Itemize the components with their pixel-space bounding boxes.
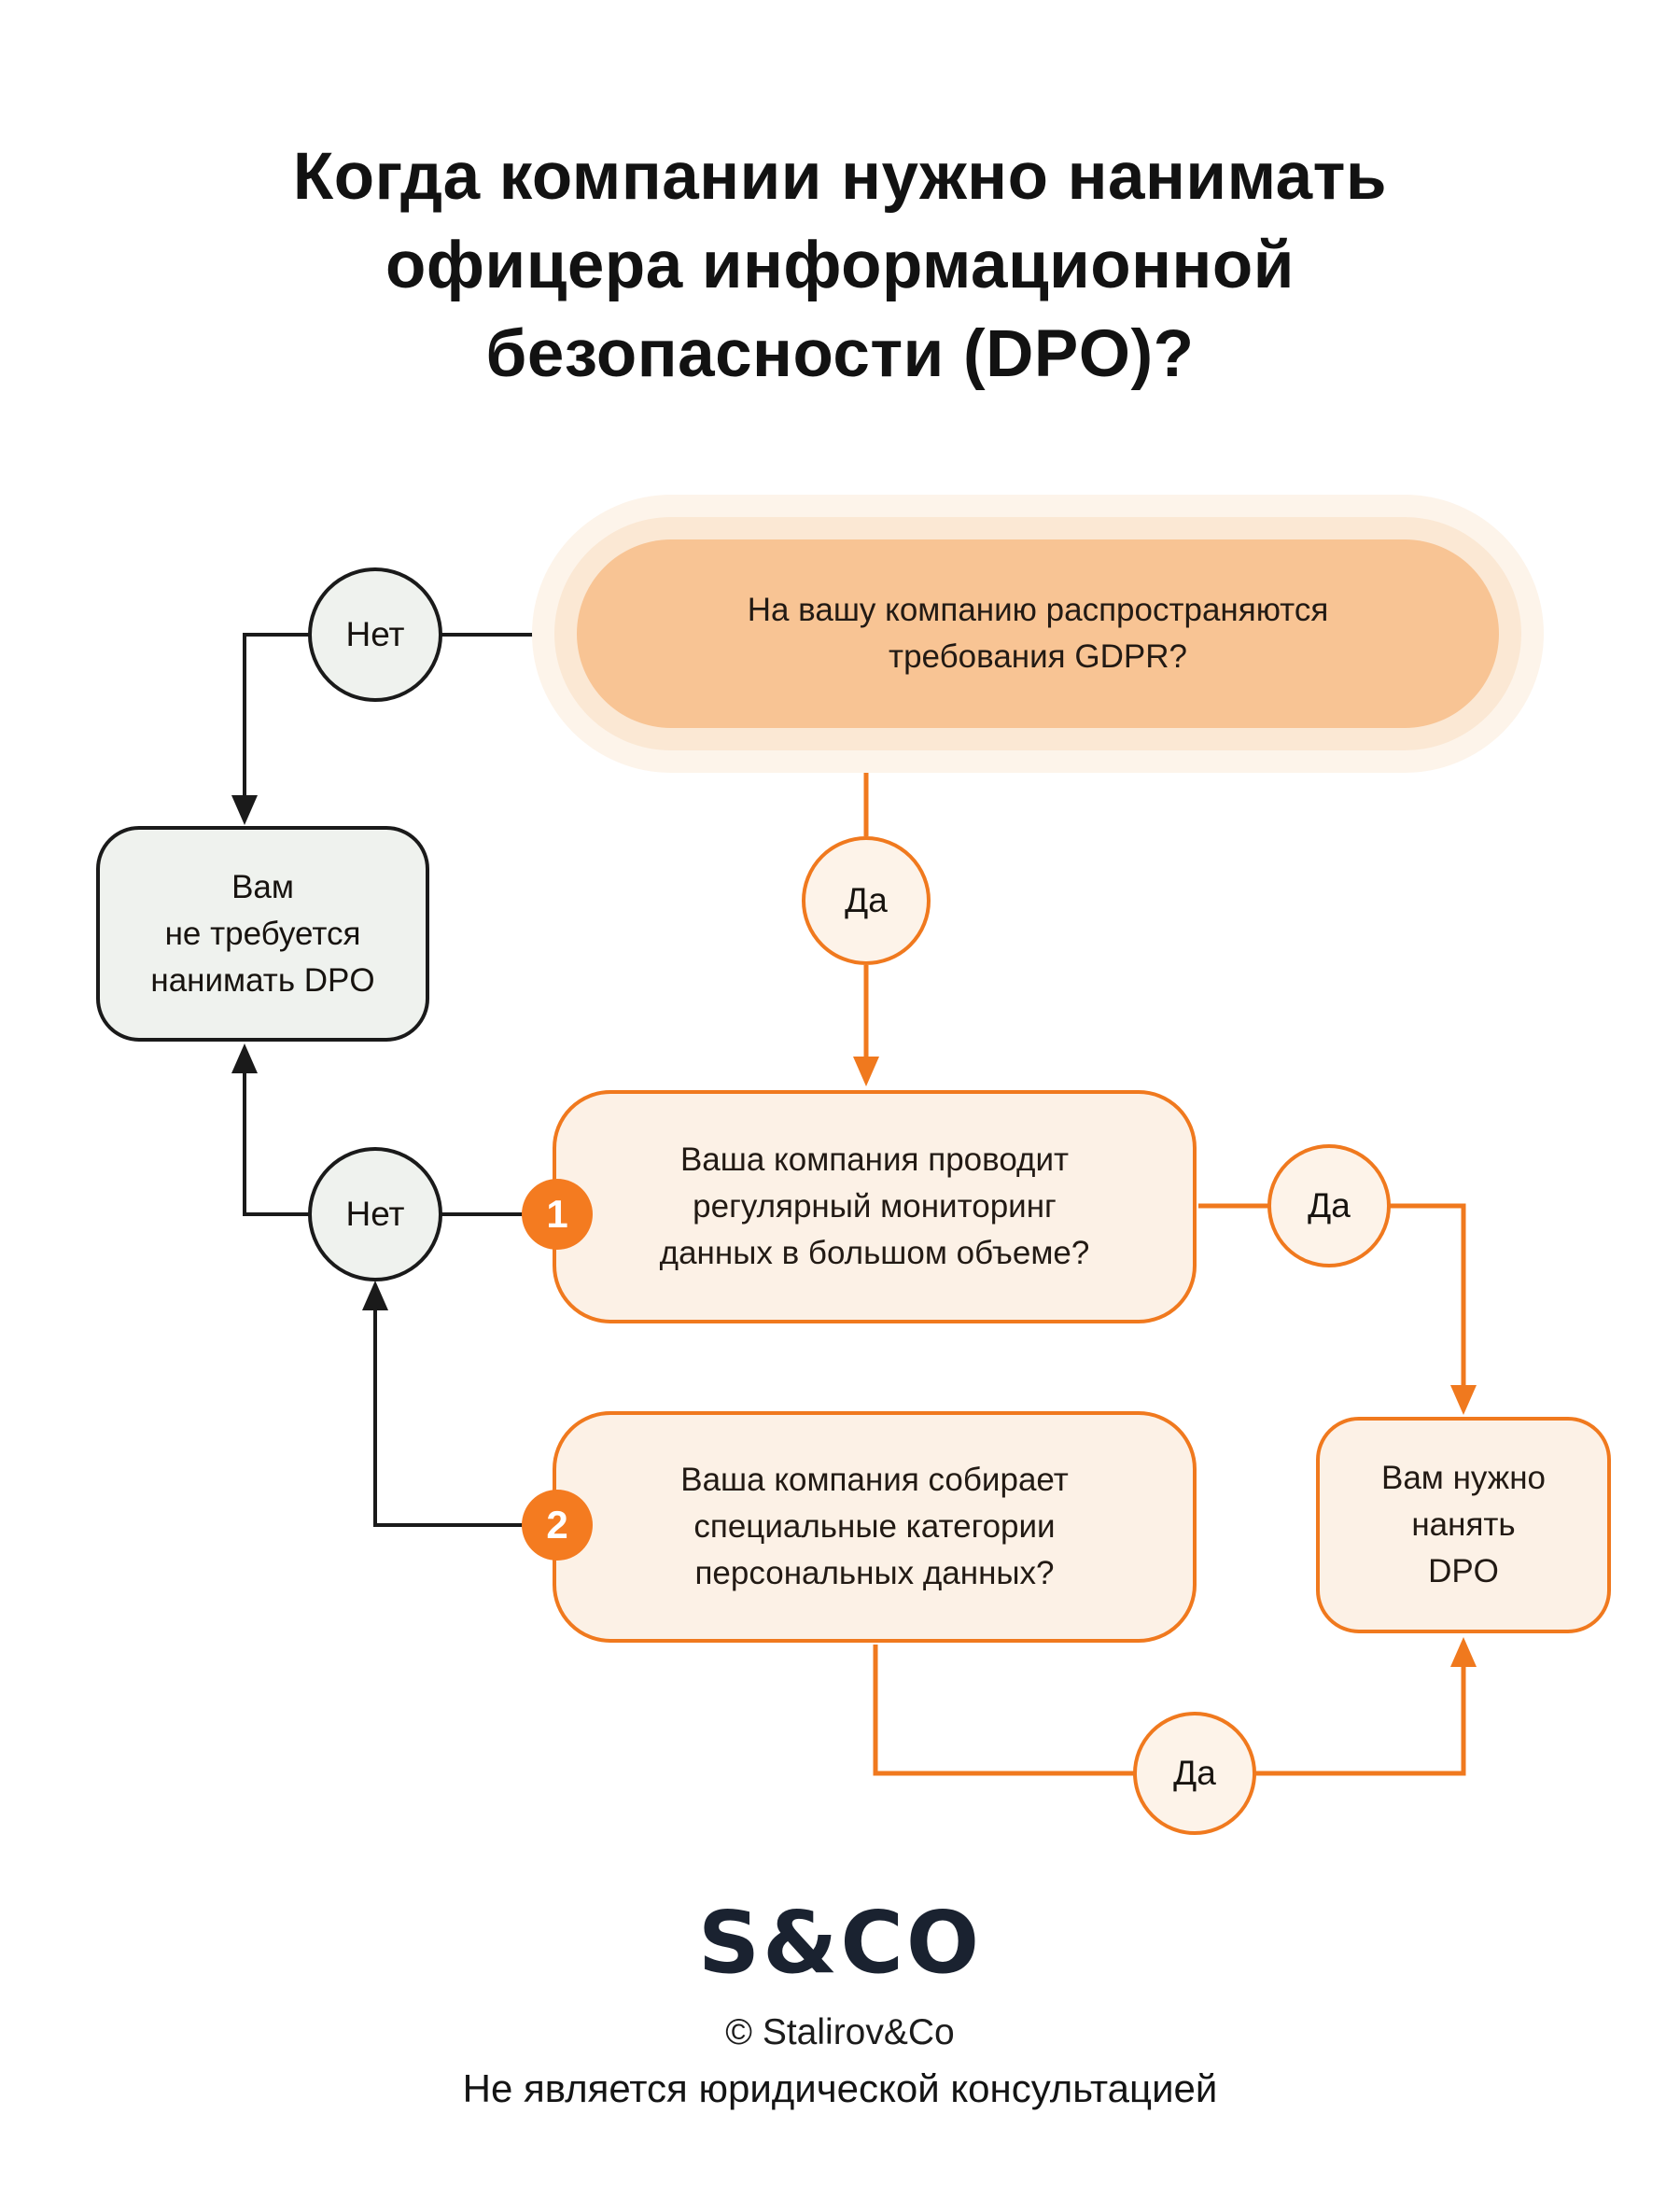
yes-circle-1: Да [802,836,931,965]
no-circle-2-label: Нет [345,1195,405,1233]
no-circle-1-label: Нет [345,615,405,653]
connector-question2-to-no2 [373,1310,528,1527]
question-1-badge: 1 [522,1179,593,1250]
arrowhead-down-result-no [231,795,258,825]
footer-disclaimer: Не является юридической консультацией [462,2066,1218,2110]
connector-no1-to-result-no [243,633,312,799]
gdpr-question-box: На вашу компанию распространяются требов… [577,539,1499,728]
arrowhead-up-result-no [231,1043,258,1073]
page-title: Когда компании нужно нанимать офицера ин… [292,140,1388,391]
footer-copyright: © Stalirov&Co [725,2012,955,2052]
question-1-number: 1 [546,1192,568,1236]
yes-circle-2-label: Да [1308,1186,1351,1225]
connector-question2-to-yes3 [873,1645,1135,1776]
question-1-text: Ваша компания проводит регулярный монито… [659,1141,1090,1271]
yes-circle-3: Да [1133,1712,1256,1835]
no-circle-1: Нет [308,567,442,702]
question-2-badge: 2 [522,1490,593,1561]
arrowhead-down-question1 [853,1057,879,1086]
yes-circle-3-label: Да [1173,1754,1216,1792]
arrowhead-down-result-yes [1450,1385,1477,1415]
yes-circle-1-label: Да [845,881,888,919]
result-yes-box: Вам нужно нанять DPO [1316,1417,1611,1633]
connector-yes3-to-result-yes [1254,1667,1466,1776]
question-2-number: 2 [546,1503,568,1547]
yes-circle-2: Да [1267,1144,1391,1267]
question-2-box: Ваша компания собирает специальные катег… [553,1411,1197,1643]
result-no-box: Вам не требуется нанимать DPO [96,826,429,1042]
question-2-text: Ваша компания собирает специальные катег… [680,1462,1069,1591]
result-yes-text: Вам нужно нанять DPO [1380,1460,1547,1589]
arrowhead-up-result-yes [1450,1637,1477,1667]
stalirov-co-logo: S&CO [697,1893,983,1993]
connector-yes2-to-result-yes [1389,1203,1466,1387]
arrowhead-up-no2 [362,1281,388,1310]
connector-no2-to-result-no [243,1073,312,1216]
gdpr-question-text: На вашу компанию распространяются требов… [747,592,1329,675]
question-1-box: Ваша компания проводит регулярный монито… [553,1090,1197,1323]
result-no-text: Вам не требуется нанимать DPO [150,868,375,999]
no-circle-2: Нет [308,1147,442,1281]
